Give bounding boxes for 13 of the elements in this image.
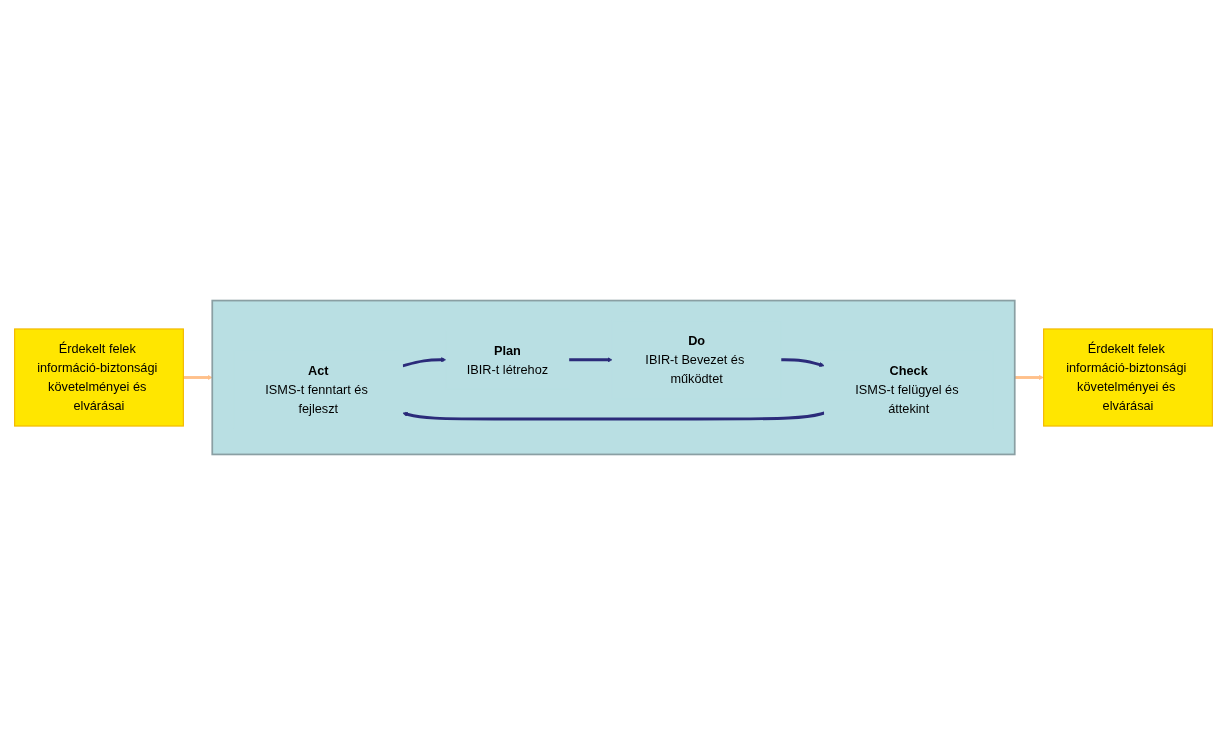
- node-text: Plan IBIR-t létrehoz: [466, 343, 549, 377]
- node-text: Act ISMS-t fenntart és fejleszt: [265, 363, 368, 416]
- cluster: [211, 299, 1016, 456]
- arrow: [183, 374, 213, 381]
- node-box: Érdekelt felek információ-biztonsági követelményei és elvárásai: [1043, 328, 1213, 427]
- arrow: [402, 357, 447, 368]
- node-text: Do IBIR-t Bevezet és működtet: [645, 333, 745, 387]
- arrow: [781, 358, 825, 368]
- arrow: [1014, 374, 1044, 381]
- node-text: Check ISMS-t felügyel és áttekint: [855, 363, 959, 416]
- arrow: [402, 411, 825, 421]
- node-box: Érdekelt felek információ-biztonsági követelményei és elvárásai: [14, 328, 184, 427]
- arrow: [568, 357, 613, 363]
